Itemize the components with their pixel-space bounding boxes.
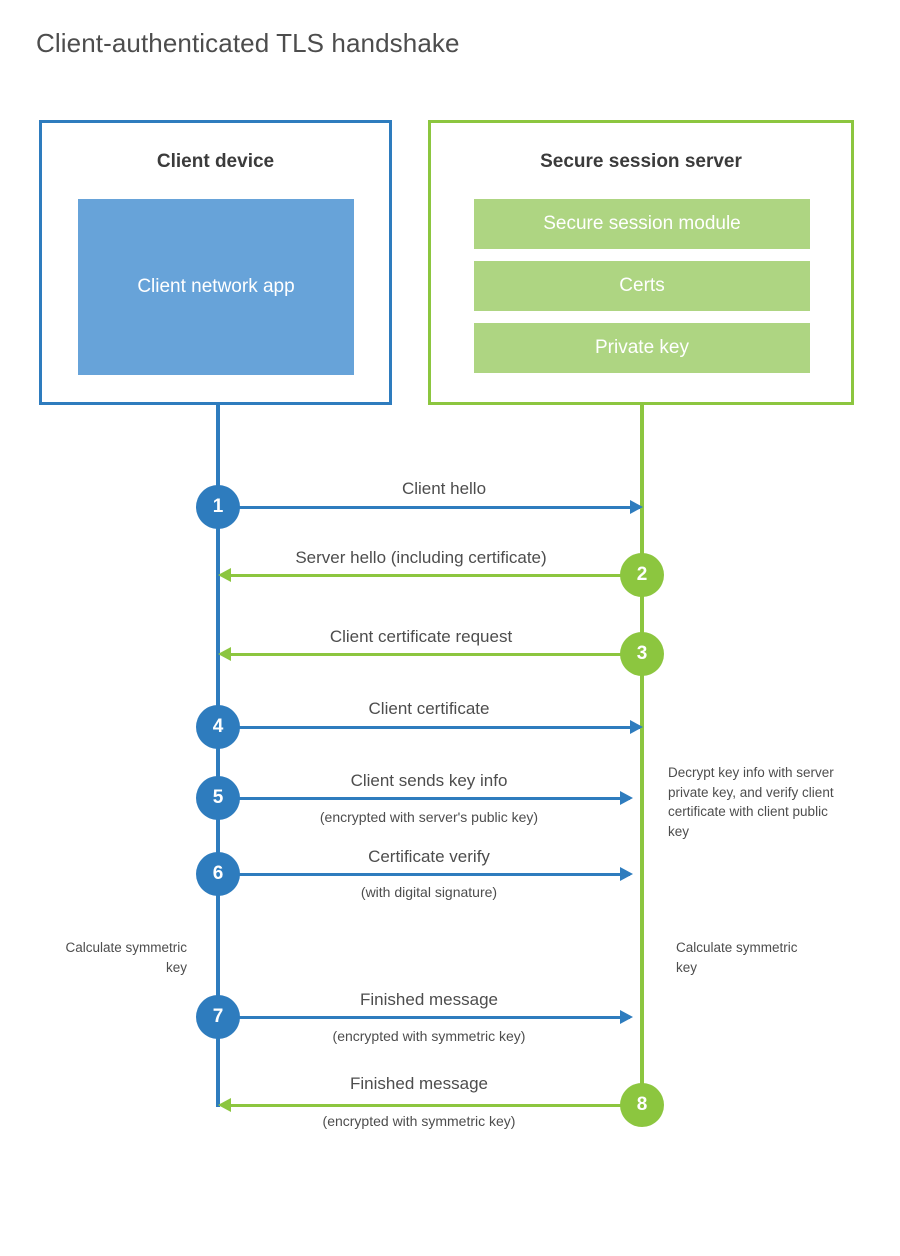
step-badge-2[interactable]: 2: [620, 553, 664, 597]
message-line-1: [218, 506, 640, 509]
arrowhead-right-icon-4: [630, 720, 643, 734]
message-line-8: [222, 1104, 640, 1107]
message-sublabel-5: (encrypted with server's public key): [319, 809, 539, 825]
step-badge-8[interactable]: 8: [620, 1083, 664, 1127]
message-line-6: [218, 873, 630, 876]
message-line-7: [218, 1016, 630, 1019]
client-device-box: Client device Client network app: [39, 120, 392, 405]
arrowhead-left-icon-3: [218, 647, 231, 661]
step-badge-4[interactable]: 4: [196, 705, 240, 749]
arrowhead-right-icon-5: [620, 791, 633, 805]
note-server-decrypt: Decrypt key info with server private key…: [668, 765, 834, 839]
note-server-calculate-symmetric-key: Calculate symmetric key: [676, 940, 798, 975]
server-module-certs: Certs: [474, 261, 810, 311]
message-sublabel-7: (encrypted with symmetric key): [332, 1028, 526, 1044]
secure-session-server-title: Secure session server: [540, 151, 742, 172]
arrowhead-right-icon-6: [620, 867, 633, 881]
message-label-1: Client hello: [401, 479, 487, 498]
page-title: Client-authenticated TLS handshake: [36, 28, 460, 58]
client-device-title: Client device: [156, 151, 275, 172]
step-badge-3[interactable]: 3: [620, 632, 664, 676]
step-badge-1[interactable]: 1: [196, 485, 240, 529]
server-module-private-key: Private key: [474, 323, 810, 373]
arrowhead-left-icon-2: [218, 568, 231, 582]
arrowhead-right-icon-1: [630, 500, 643, 514]
note-client-calculate-symmetric-key: Calculate symmetric key: [65, 940, 187, 975]
message-line-4: [218, 726, 640, 729]
message-label-2: Server hello (including certificate): [295, 548, 547, 567]
message-sublabel-8: (encrypted with symmetric key): [322, 1113, 516, 1129]
message-label-6: Certificate verify: [368, 847, 490, 866]
message-label-4: Client certificate: [368, 699, 490, 718]
arrowhead-right-icon-7: [620, 1010, 633, 1024]
message-label-3: Client certificate request: [329, 627, 513, 646]
step-badge-5[interactable]: 5: [196, 776, 240, 820]
server-module-secure-session-module: Secure session module: [474, 199, 810, 249]
message-sublabel-6: (with digital signature): [360, 884, 498, 900]
server-lifeline: [640, 403, 644, 1107]
arrowhead-left-icon-8: [218, 1098, 231, 1112]
client-network-app-block: Client network app: [78, 199, 354, 375]
message-label-7: Finished message: [360, 990, 498, 1009]
secure-session-server-box: Secure session server Secure session mod…: [428, 120, 854, 405]
message-line-3: [222, 653, 640, 656]
step-badge-7[interactable]: 7: [196, 995, 240, 1039]
step-badge-6[interactable]: 6: [196, 852, 240, 896]
message-label-8: Finished message: [350, 1074, 488, 1093]
message-line-2: [222, 574, 640, 577]
message-line-5: [218, 797, 630, 800]
client-lifeline: [216, 403, 220, 1107]
message-label-5: Client sends key info: [350, 771, 508, 790]
